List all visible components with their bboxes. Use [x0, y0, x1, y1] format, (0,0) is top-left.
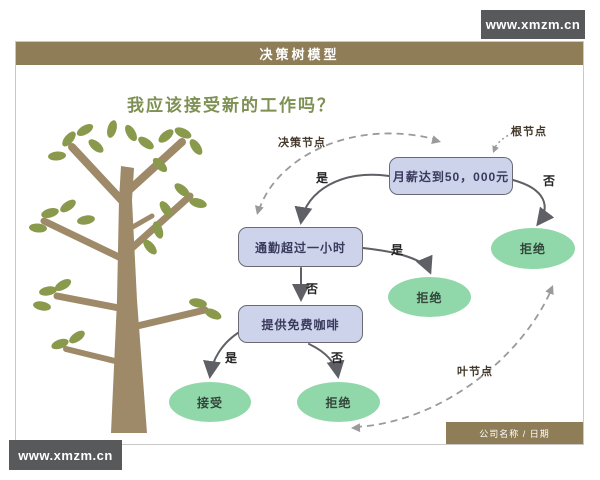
edge-label-coffee-no: 否 [331, 351, 344, 365]
watermark-top-right: www.xmzm.cn [481, 10, 585, 39]
decision-node-commute: 通勤超过一小时 [238, 227, 363, 267]
annotation-decision-node: 决策节点 [278, 137, 326, 149]
leaf-node-reject-middle: 拒绝 [388, 277, 471, 317]
annotation-root-node: 根节点 [511, 126, 547, 138]
edge-label-root-no: 否 [543, 174, 556, 188]
leaf-node-reject-right: 拒绝 [491, 228, 575, 269]
edge-label-commute-no: 否 [306, 282, 319, 296]
slide-title-bar: 决策树模型 [16, 42, 583, 65]
leaf-node-reject-bottom: 拒绝 [297, 382, 380, 422]
edge-label-coffee-yes: 是 [225, 351, 238, 365]
leaf-node-accept: 接受 [169, 382, 251, 422]
annotation-leaf-node: 叶节点 [457, 366, 493, 378]
page-title: 我应该接受新的工作吗？ [127, 96, 336, 115]
decision-node-coffee: 提供免费咖啡 [238, 305, 363, 343]
edge-label-root-yes: 是 [316, 171, 329, 185]
footer-company-date: 公司名称 / 日期 [446, 422, 583, 444]
watermark-bottom-left: www.xmzm.cn [9, 440, 122, 470]
edge-label-commute-yes: 是 [391, 243, 404, 257]
decision-node-salary: 月薪达到50，000元 [389, 157, 513, 195]
